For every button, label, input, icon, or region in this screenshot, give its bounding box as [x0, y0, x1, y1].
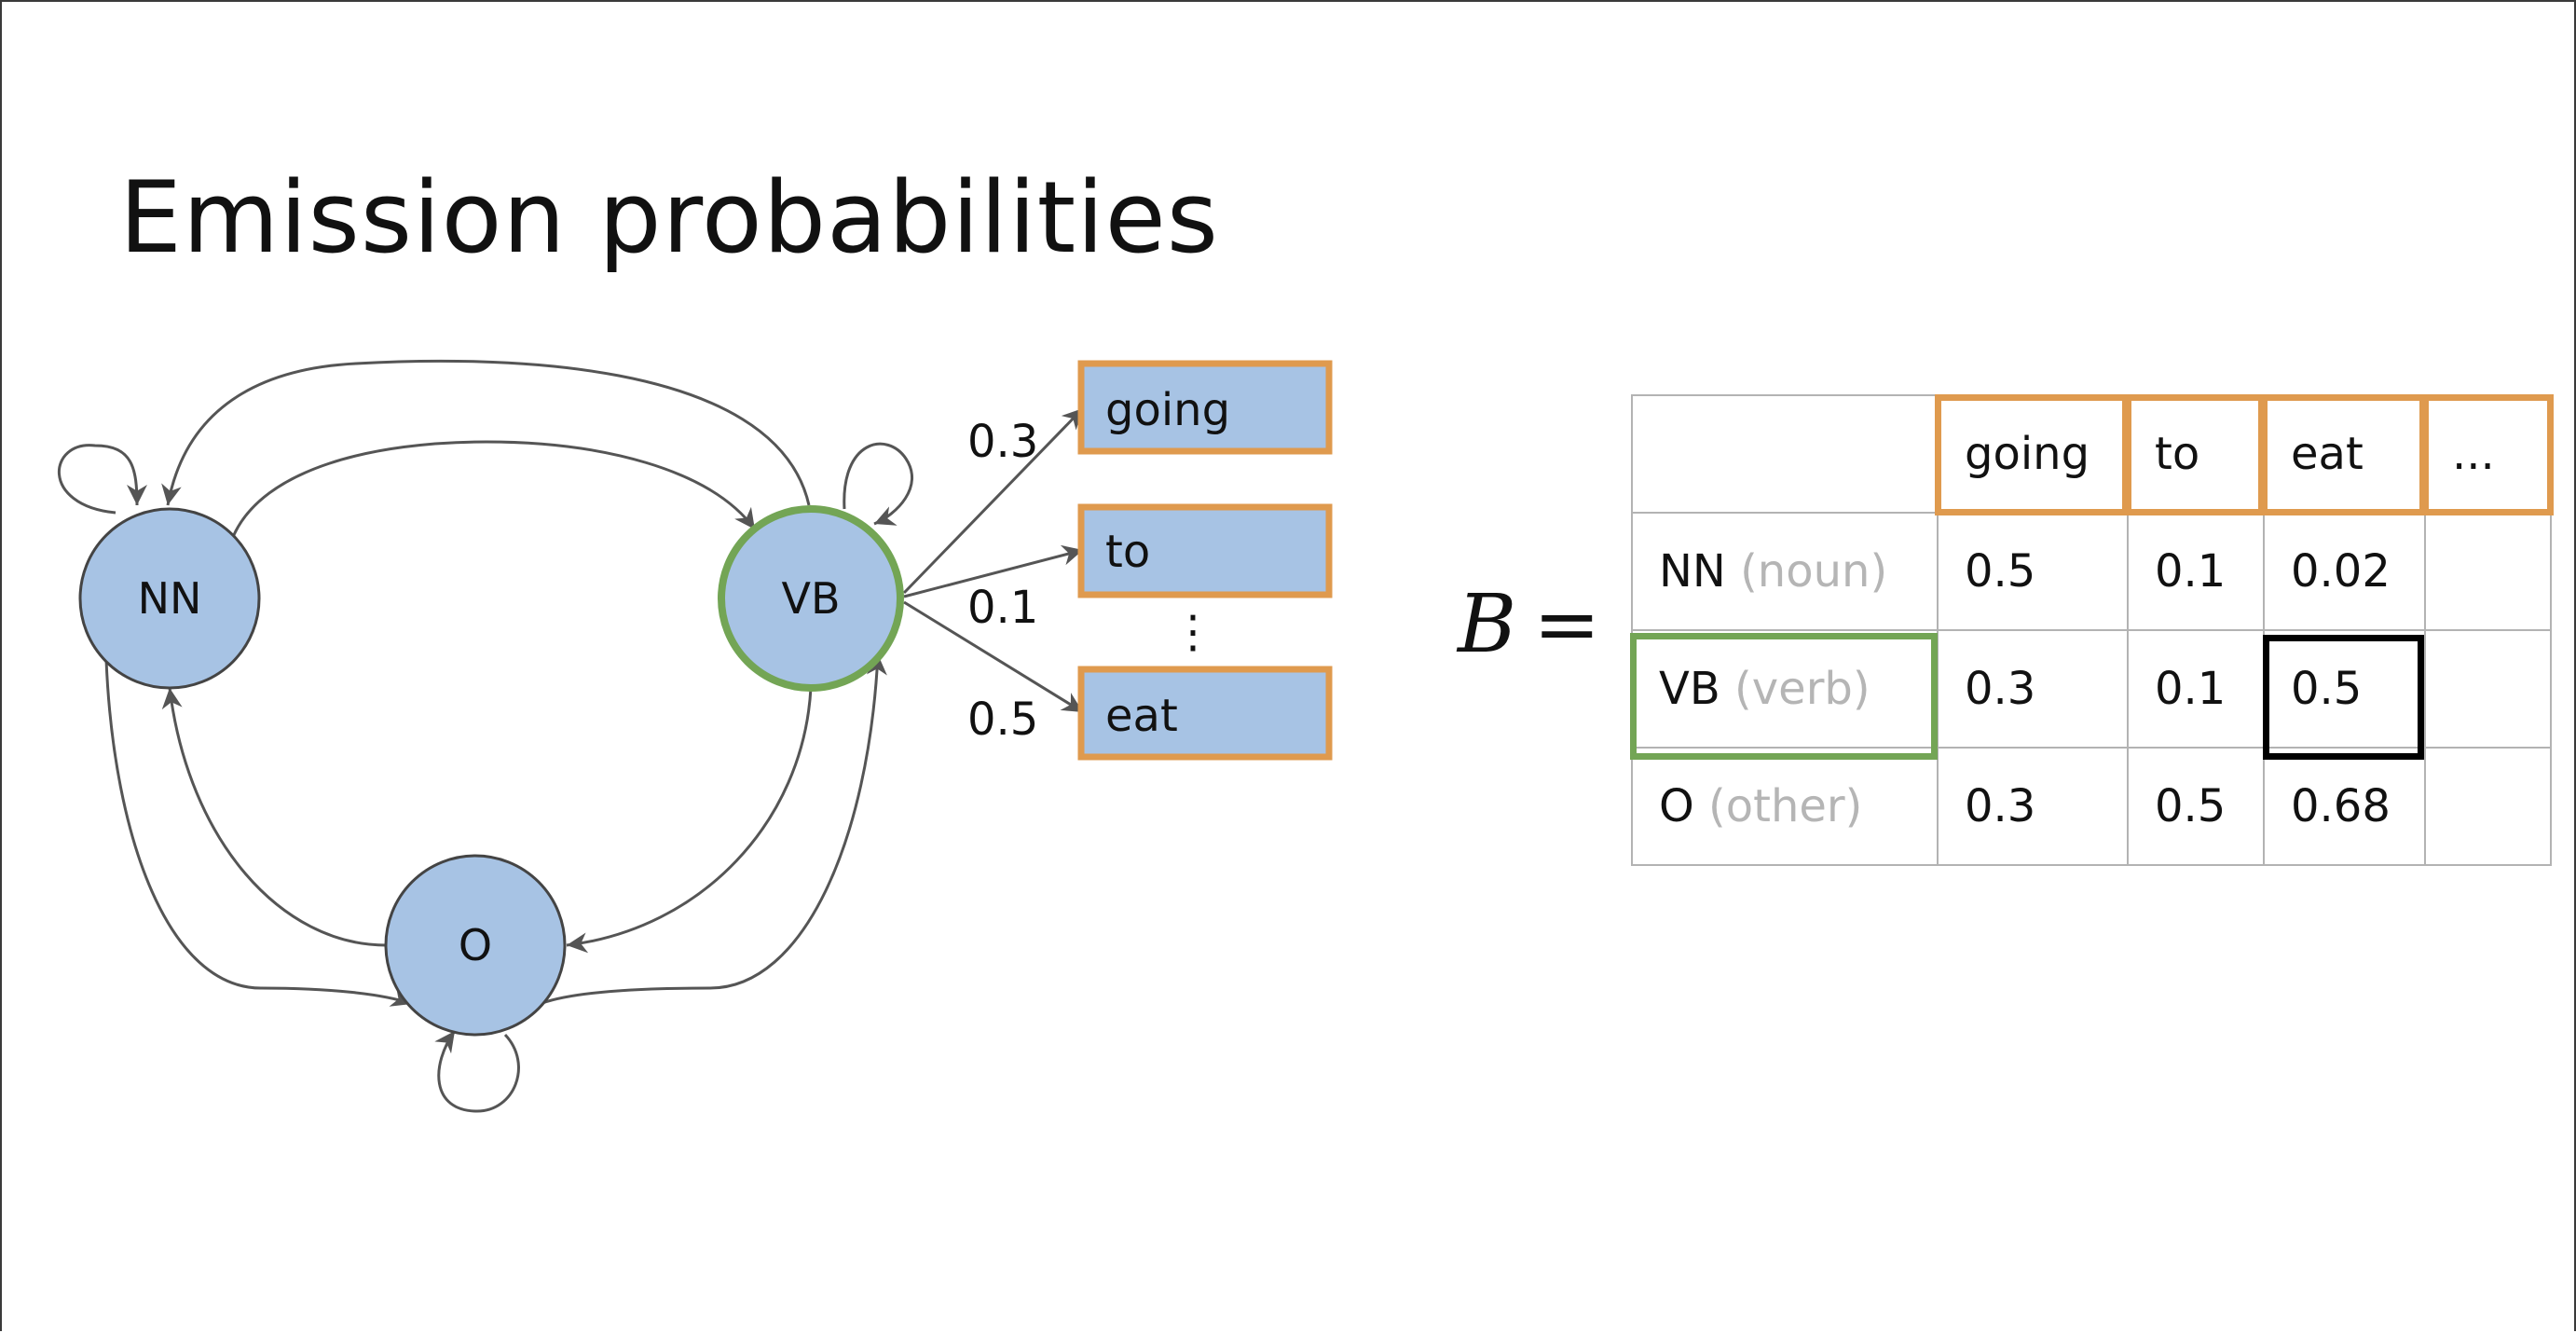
- emission-arrow-eat: [903, 600, 1084, 714]
- edge-nn-o: [104, 659, 413, 1007]
- matrix-cell: [2424, 512, 2552, 631]
- word-label-to: to: [1105, 526, 1150, 578]
- state-nodes: NN VB O: [78, 505, 904, 1037]
- row-tag: NN: [1659, 545, 1726, 598]
- emission-arrow-going: [902, 406, 1085, 595]
- matrix-col-header: going: [1937, 394, 2129, 514]
- matrix-corner-cell: [1631, 394, 1939, 514]
- ellipsis: ⋮: [1171, 606, 1215, 658]
- state-node-nn: [78, 507, 261, 690]
- edge-o-nn: [161, 687, 387, 947]
- self-loop-vb: [843, 442, 913, 526]
- matrix-row-header: O (other): [1631, 747, 1939, 866]
- emission-prob-to: 0.1: [967, 582, 1038, 634]
- matrix-row-header: NN (noun): [1631, 512, 1939, 631]
- self-loop-o: [434, 1030, 520, 1113]
- emission-words: going to eat 0.3 0.1 0.5 ⋮: [967, 360, 1333, 761]
- matrix-cell: [2424, 747, 2552, 866]
- state-label-nn: NN: [138, 573, 202, 624]
- matrix-cell: 0.5: [2263, 629, 2426, 749]
- row-tag: O: [1659, 780, 1694, 832]
- emission-matrix: going to eat ... NN (noun) 0.5 0.1 0.02 …: [1631, 394, 2552, 866]
- matrix-row-header: VB (verb): [1631, 629, 1939, 749]
- row-tag: VB: [1659, 663, 1720, 715]
- state-node-vb: [718, 505, 904, 692]
- row-desc: (other): [1708, 780, 1863, 832]
- matrix-row: NN (noun) 0.5 0.1 0.02: [1631, 512, 2552, 631]
- row-desc: (noun): [1740, 545, 1888, 598]
- edge-o-vb: [541, 653, 887, 1005]
- state-label-o: O: [459, 920, 492, 970]
- emission-prob-eat: 0.5: [967, 694, 1038, 746]
- equals-sign: =: [1533, 578, 1601, 671]
- matrix-symbol-b: B: [1458, 578, 1517, 671]
- emission-arrow-to: [903, 544, 1084, 598]
- matrix-symbol: B=: [1458, 578, 1600, 671]
- matrix-col-header: to: [2127, 394, 2265, 514]
- state-node-o: [384, 854, 567, 1037]
- matrix-cell: 0.5: [2127, 747, 2265, 866]
- word-label-eat: eat: [1105, 690, 1178, 742]
- matrix-cell: [2424, 629, 2552, 749]
- matrix-col-header: eat: [2263, 394, 2426, 514]
- row-desc: (verb): [1734, 663, 1870, 715]
- matrix-cell: 0.68: [2263, 747, 2426, 866]
- matrix-row: VB (verb) 0.3 0.1 0.5: [1631, 629, 2552, 749]
- matrix-cell: 0.02: [2263, 512, 2426, 631]
- matrix-header-row: going to eat ...: [1631, 394, 2552, 514]
- word-box-going: [1077, 360, 1333, 455]
- matrix-cell: 0.1: [2127, 512, 2265, 631]
- emission-prob-going: 0.3: [967, 416, 1038, 468]
- edge-vb-o: [566, 687, 813, 954]
- matrix-cell: 0.1: [2127, 629, 2265, 749]
- matrix-cell: 0.3: [1937, 747, 2129, 866]
- word-box-to: [1077, 503, 1333, 598]
- slide-title: Emission probabilities: [119, 160, 1220, 275]
- edge-vb-nn: [161, 359, 811, 506]
- matrix-col-header: ...: [2424, 394, 2552, 514]
- edge-nn-vb: [231, 440, 757, 538]
- matrix-row: O (other) 0.3 0.5 0.68: [1631, 747, 2552, 866]
- word-label-going: going: [1105, 384, 1230, 436]
- word-box-eat: [1077, 666, 1333, 761]
- state-label-vb: VB: [781, 573, 840, 624]
- matrix-cell: 0.5: [1937, 512, 2129, 631]
- matrix-cell: 0.3: [1937, 629, 2129, 749]
- self-loop-nn: [57, 444, 147, 515]
